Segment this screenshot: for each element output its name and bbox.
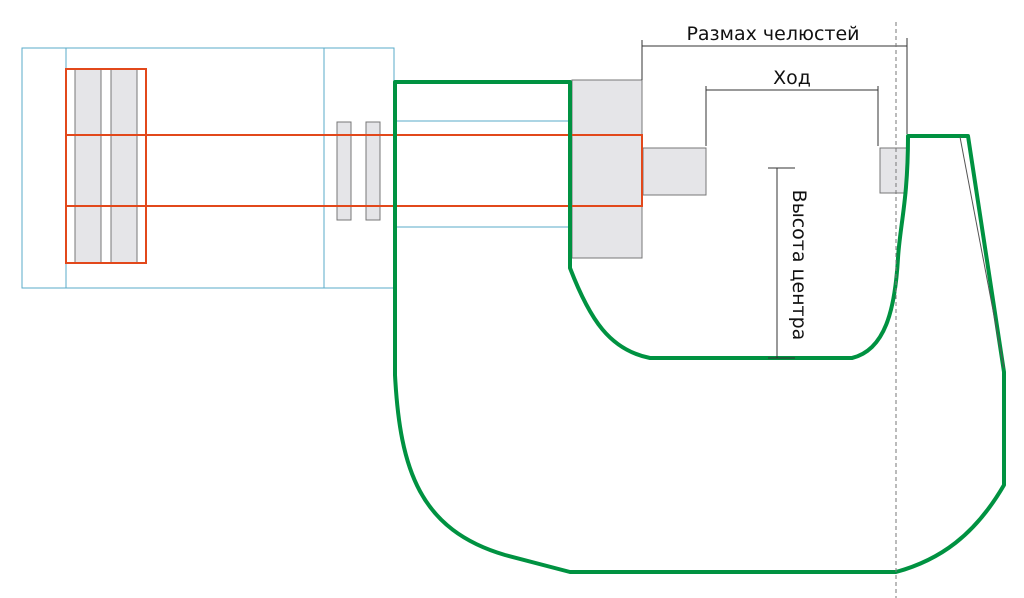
frame-bevel-line	[959, 136, 1005, 369]
mechanism-parts	[74, 68, 908, 264]
c-frame	[393, 80, 1006, 574]
drive-plate-1	[74, 68, 102, 264]
anvil	[879, 147, 908, 194]
dimension-lines	[641, 38, 908, 359]
drive-plate-2	[110, 68, 138, 264]
travel-label: Ход	[773, 67, 811, 89]
guide-disc-1	[336, 121, 352, 221]
drive-mechanism	[65, 68, 643, 264]
moving-spindle	[642, 147, 707, 196]
center-height-label: Высота центра	[788, 190, 810, 341]
drive-screw	[65, 134, 643, 207]
fixed-jaw-block	[571, 79, 643, 259]
jaw-span-label: Размах челюстей	[686, 23, 859, 45]
guide-disc-2	[365, 121, 381, 221]
